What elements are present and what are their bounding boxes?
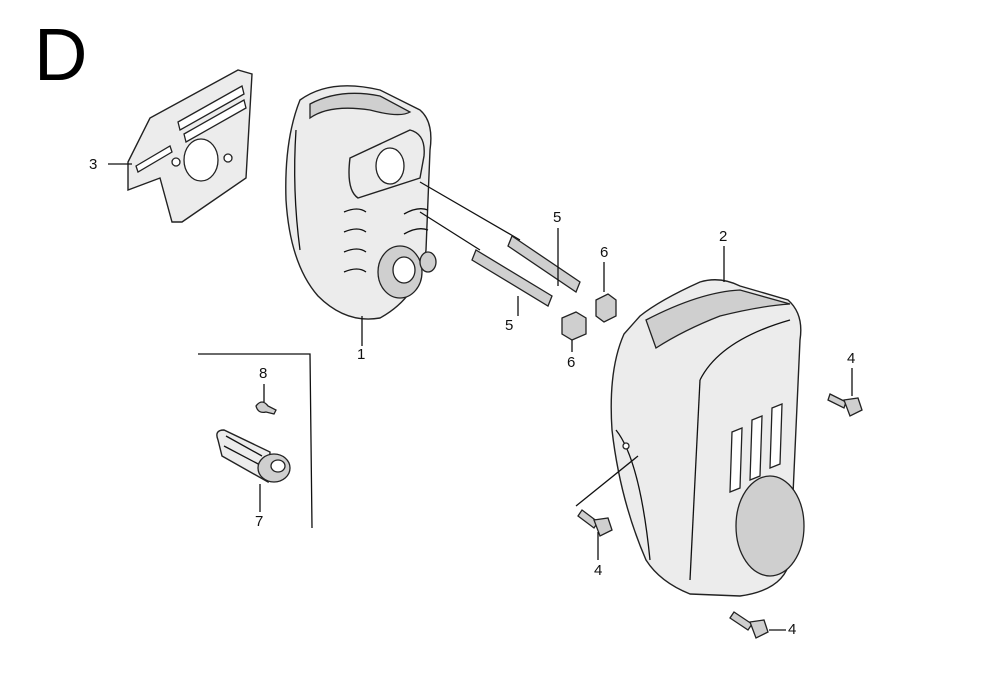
callout-5-lower: 5 [505,317,514,334]
part-2-muffler-cover [610,279,805,597]
part-8-screw [255,401,277,415]
callout-1: 1 [357,346,366,363]
callout-7: 7 [255,513,264,530]
section-letter: D [34,13,88,96]
callout-5-upper: 5 [553,209,562,226]
callout-2: 2 [719,228,728,245]
callout-4-left: 4 [594,562,603,579]
callout-6-upper: 6 [600,244,609,261]
leader-lines [108,163,853,631]
callout-8: 8 [259,365,268,382]
part-1-muffler [285,85,437,320]
part-3-gasket-plate [127,69,253,223]
part-5-studs [419,181,581,307]
callout-4-right: 4 [847,350,856,367]
part-6-nuts [561,293,617,341]
callout-4-bottom: 4 [788,621,797,638]
callout-6-lower: 6 [567,354,576,371]
part-7-spark-arrester [216,429,291,484]
inset-box [198,353,313,529]
callout-3: 3 [89,156,98,173]
part-4-bolts [577,393,863,639]
